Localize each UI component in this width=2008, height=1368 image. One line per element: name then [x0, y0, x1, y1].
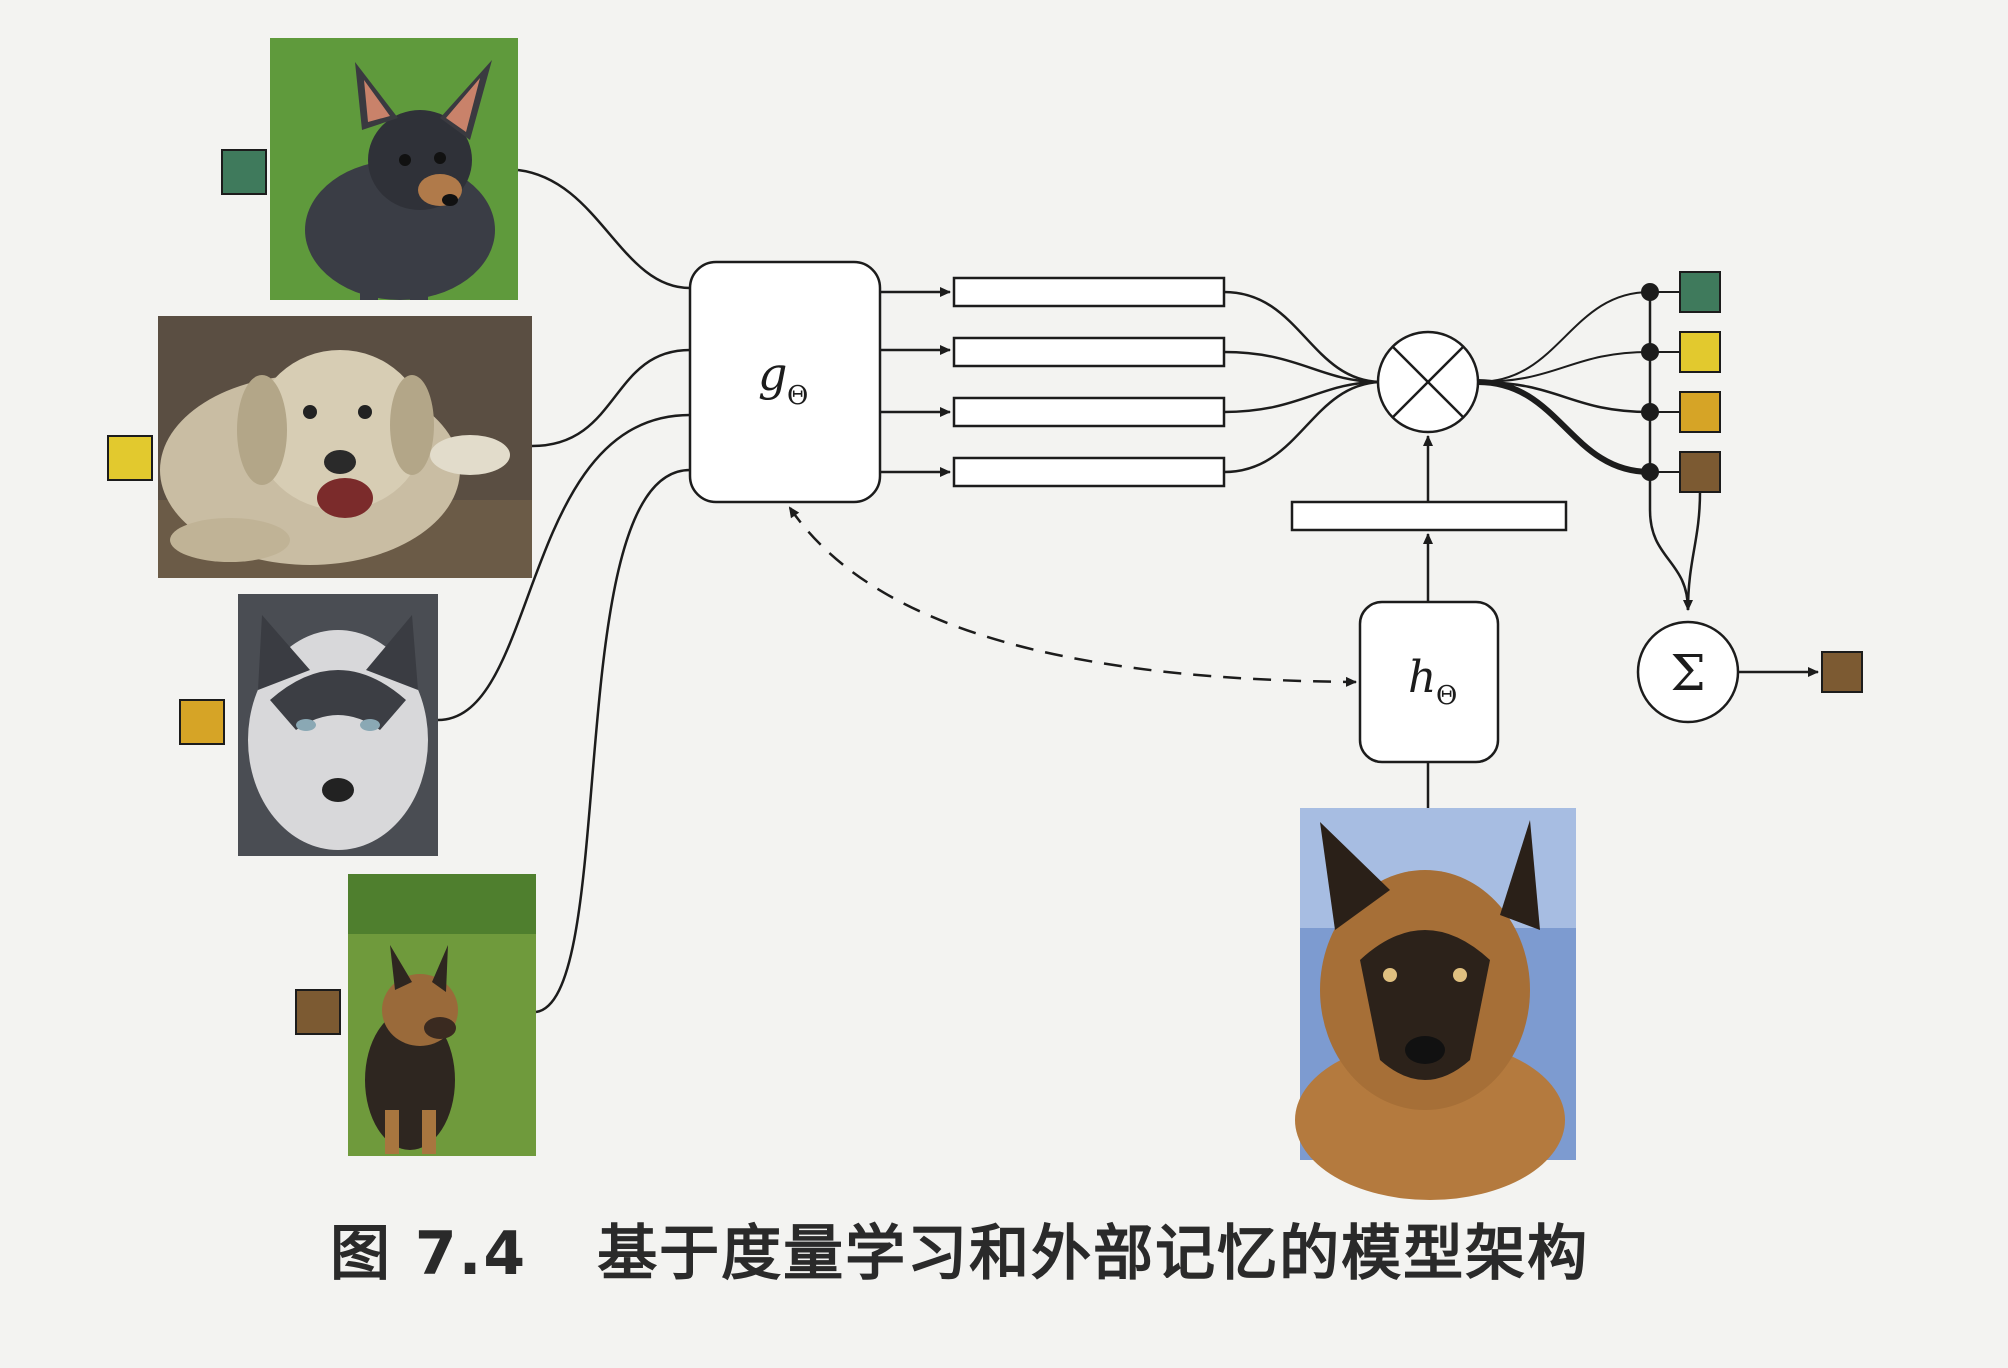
label-swatch-1	[221, 149, 267, 195]
to-sum-connectors	[1648, 300, 1702, 611]
sum-symbol: Σ	[1670, 644, 1705, 702]
german-shepherd-query-photo	[1295, 808, 1576, 1200]
figure-number: 图 7.4	[330, 1219, 528, 1289]
output-label-swatch-2	[1679, 331, 1721, 373]
labrador-photo	[158, 316, 532, 578]
husky-photo	[238, 594, 438, 856]
label-swatch-2	[107, 435, 153, 481]
figure-caption: 图 7.4 基于度量学习和外部记忆的模型架构	[330, 1205, 1730, 1289]
node-to-swatch-lines	[1650, 291, 1680, 473]
chihuahua-photo	[270, 38, 518, 300]
g-output-arrows	[880, 287, 951, 477]
label-swatch-3	[179, 699, 225, 745]
sum-node: Σ	[1636, 620, 1740, 724]
g-theta-module: g Θ	[688, 260, 882, 504]
label-swatch-4	[295, 989, 341, 1035]
h-symbol: h	[1408, 652, 1436, 703]
shared-parameters-dashed-arrow	[788, 506, 1357, 687]
embedding-to-product-connectors	[1223, 290, 1381, 474]
g-symbol: g	[758, 347, 787, 401]
attention-weight-connectors	[1477, 291, 1651, 475]
output-label-swatch-4	[1679, 451, 1721, 493]
support-embedding-bars	[952, 276, 1226, 488]
product-node	[1376, 330, 1480, 434]
output-label-swatch-1	[1679, 271, 1721, 313]
h-subscript: Θ	[1436, 681, 1457, 711]
output-label-swatch-3	[1679, 391, 1721, 433]
query-embedding-bar	[1290, 500, 1568, 532]
predicted-label-swatch	[1821, 651, 1863, 693]
support-to-g-connectors	[437, 168, 691, 1014]
german-shepherd-photo	[348, 874, 536, 1156]
h-theta-module: h Θ	[1358, 600, 1500, 764]
figure-title: 基于度量学习和外部记忆的模型架构	[597, 1219, 1590, 1289]
g-subscript: Θ	[787, 381, 808, 411]
